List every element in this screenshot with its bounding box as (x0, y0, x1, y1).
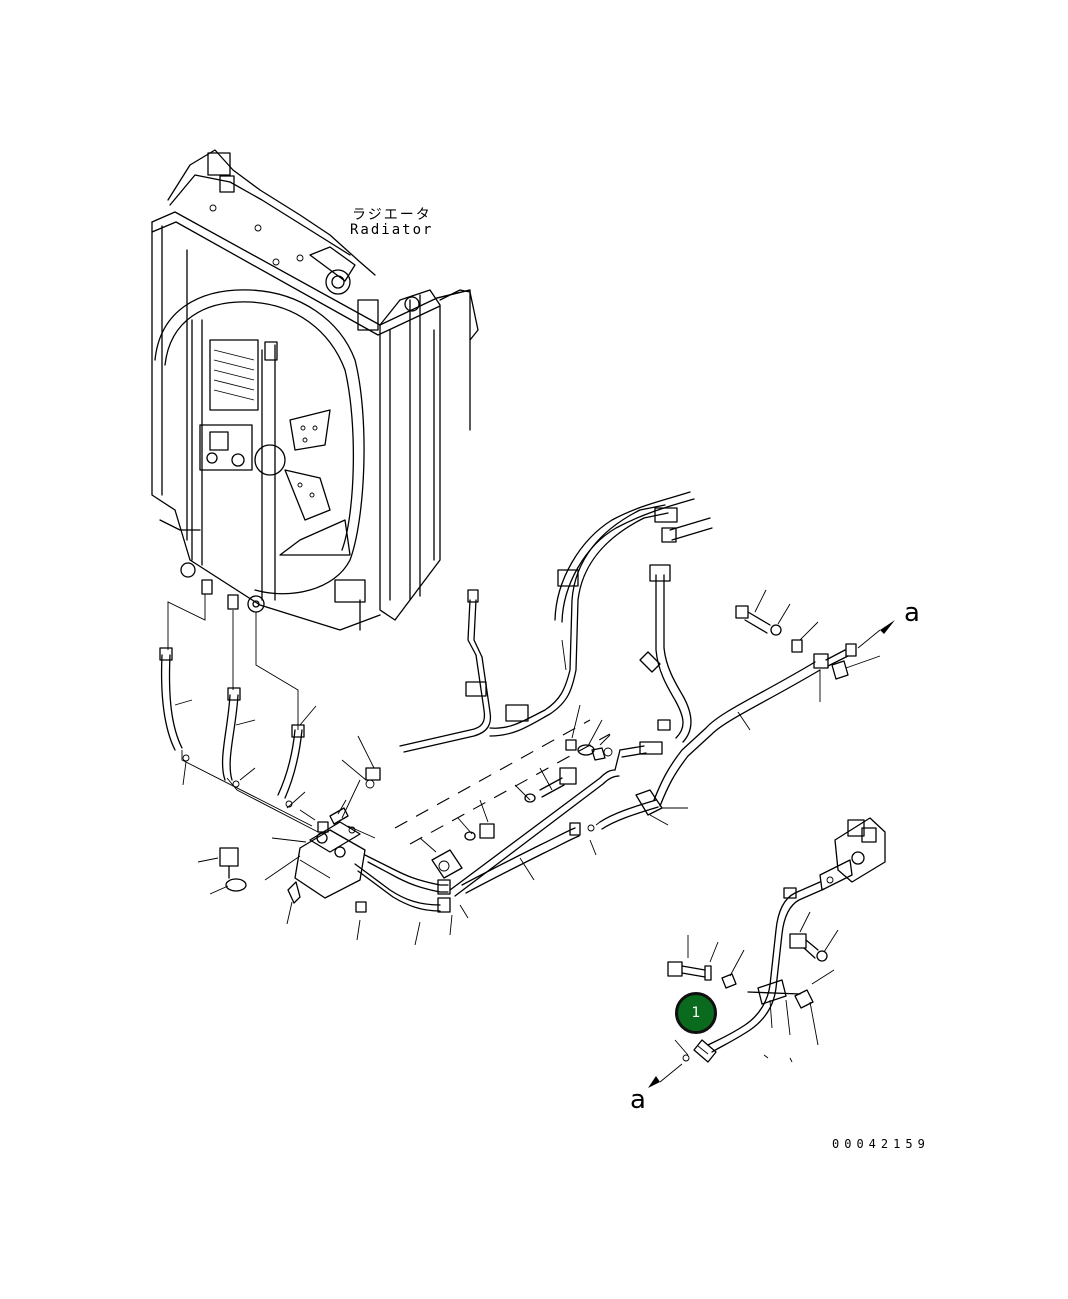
part-callout-1[interactable]: 1 (675, 992, 717, 1034)
long-tube-group (354, 491, 713, 946)
upper-right-tube (653, 589, 895, 807)
drawing-number: 00042159 (832, 1137, 930, 1151)
left-hose-group (159, 594, 319, 833)
junction-block (197, 735, 381, 925)
connection-marker-a-bottom: a (630, 1085, 646, 1115)
lower-right-assembly (648, 817, 886, 1088)
radiator-label-japanese: ラジエータ (352, 207, 432, 223)
radiator-label-english: Radiator (350, 222, 434, 238)
radiator-assembly (151, 149, 479, 631)
part-callout-number: 1 (691, 1005, 701, 1021)
connection-marker-a-top: a (904, 598, 920, 628)
